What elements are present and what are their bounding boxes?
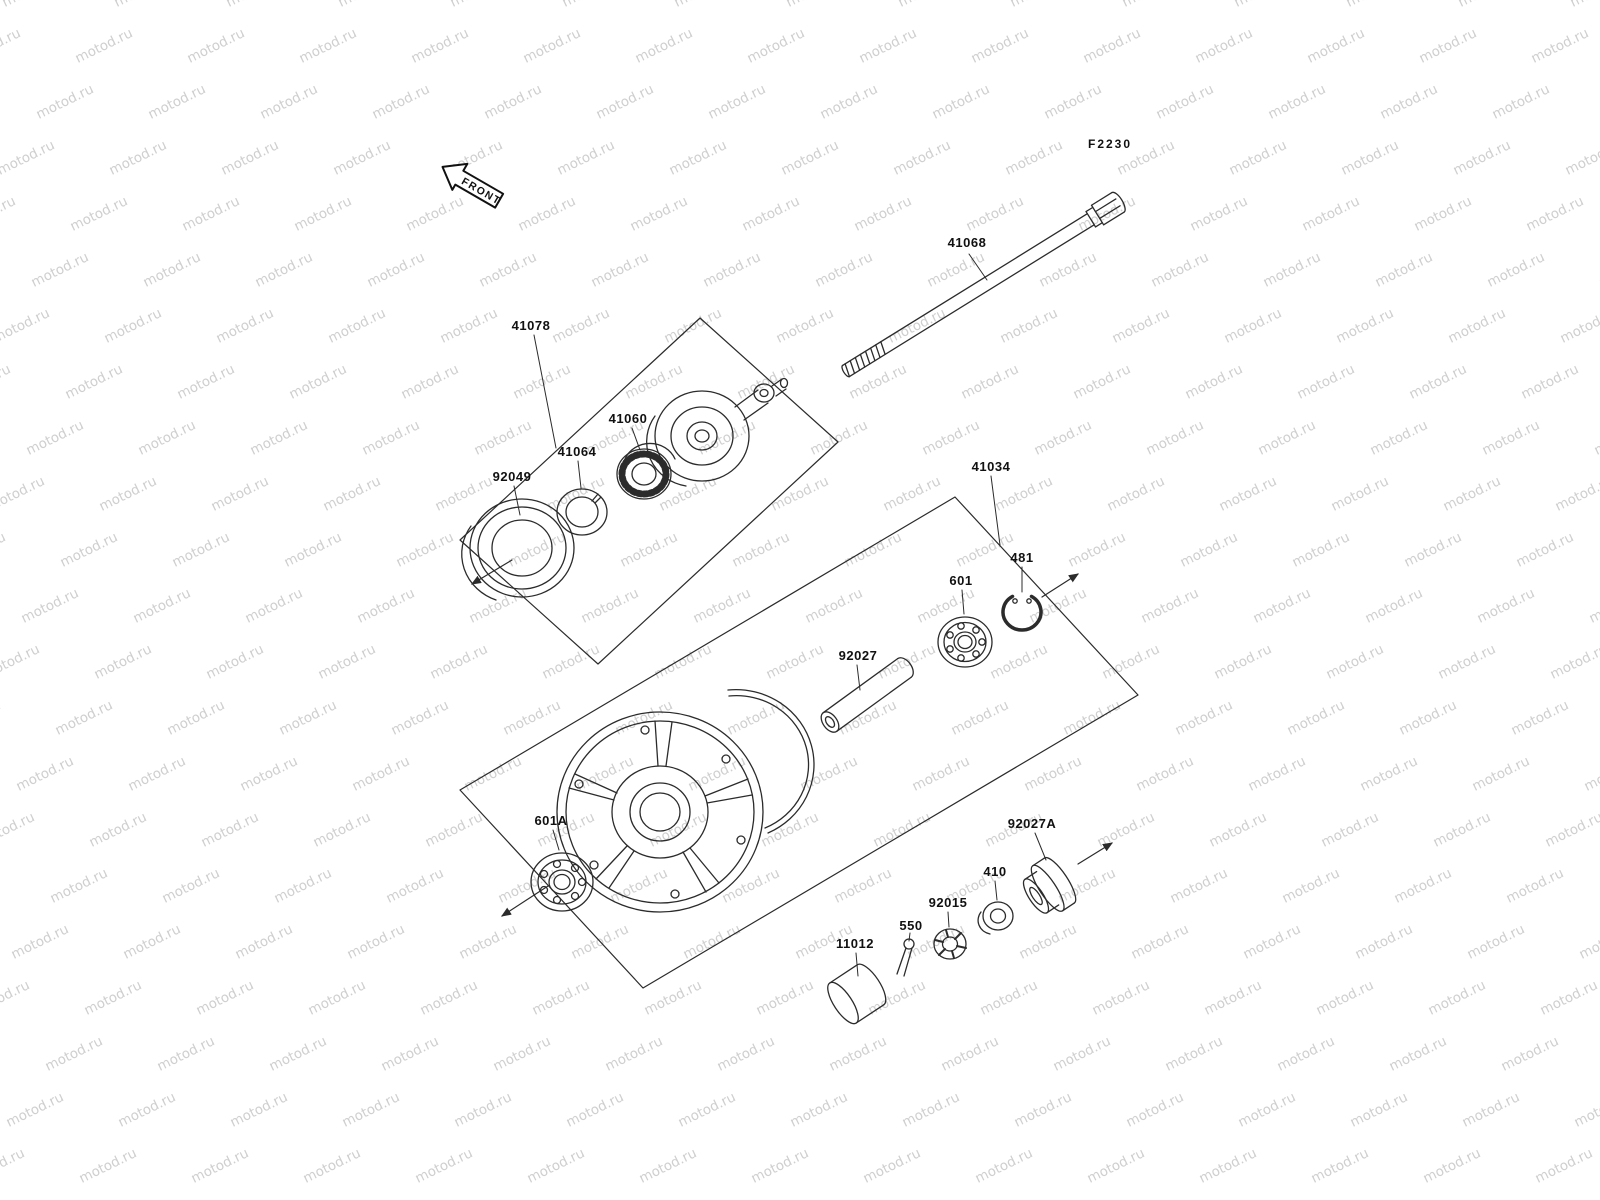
spacer-92027-drawing — [820, 657, 914, 733]
group-panel-41078 — [459, 317, 839, 665]
part-label-601: 601 — [949, 573, 972, 588]
gear-41060-drawing — [616, 442, 676, 500]
assembly-axis-arrow — [1077, 842, 1114, 865]
snap-ring-481-drawing — [1001, 594, 1043, 632]
leader-41060 — [631, 427, 641, 451]
assembly-axis-arrow — [500, 885, 549, 917]
cap-11012-drawing — [827, 963, 887, 1025]
part-label-92049: 92049 — [493, 469, 532, 484]
group-panel-41034 — [459, 496, 1139, 989]
seal-92049-drawing — [461, 498, 575, 601]
leader-410 — [994, 880, 998, 901]
part-label-41078: 41078 — [512, 318, 551, 333]
bearing-601a-drawing — [530, 852, 594, 912]
leader-11012 — [855, 952, 859, 977]
leader-41068 — [968, 253, 988, 281]
part-label-41034: 41034 — [972, 459, 1011, 474]
leader-92049 — [513, 485, 521, 516]
cotter-pin-550-drawing — [896, 938, 915, 977]
part-label-41060: 41060 — [609, 411, 648, 426]
part-label-41068: 41068 — [948, 235, 987, 250]
leader-601 — [961, 589, 965, 615]
assembly-axis-arrow — [1041, 573, 1080, 598]
part-label-11012: 11012 — [836, 936, 874, 951]
part-label-550: 550 — [899, 918, 922, 933]
part-label-410: 410 — [983, 864, 1006, 879]
front-arrow-shape — [441, 162, 505, 209]
part-label-481: 481 — [1010, 550, 1033, 565]
figure-code: F2230 — [1088, 137, 1132, 151]
washer-410-drawing — [977, 901, 1014, 935]
nut-92015-drawing — [933, 928, 967, 960]
leader-41034 — [990, 475, 1001, 546]
leader-601a — [552, 829, 560, 851]
collar-92027a-drawing — [1022, 856, 1077, 914]
part-label-41064: 41064 — [558, 444, 597, 459]
leader-41078 — [533, 334, 557, 449]
leader-92027a — [1034, 832, 1047, 861]
part-label-92015: 92015 — [929, 895, 968, 910]
part-label-92027a: 92027A — [1008, 816, 1057, 831]
speedo-housing-drawing — [646, 377, 789, 487]
part-label-601a: 601A — [534, 813, 567, 828]
part-label-92027: 92027 — [839, 648, 878, 663]
axle-drawing — [841, 191, 1126, 378]
bearing-601-drawing — [937, 616, 993, 668]
washer-41064-drawing — [556, 488, 608, 536]
assembly-axis-arrow — [470, 559, 513, 585]
leader-92027 — [856, 664, 861, 691]
front-direction-arrow: FRONT — [441, 162, 505, 209]
leader-41064 — [577, 460, 582, 489]
leader-550 — [908, 932, 911, 942]
hub-drawing — [556, 688, 815, 913]
leader-92015 — [947, 911, 950, 928]
